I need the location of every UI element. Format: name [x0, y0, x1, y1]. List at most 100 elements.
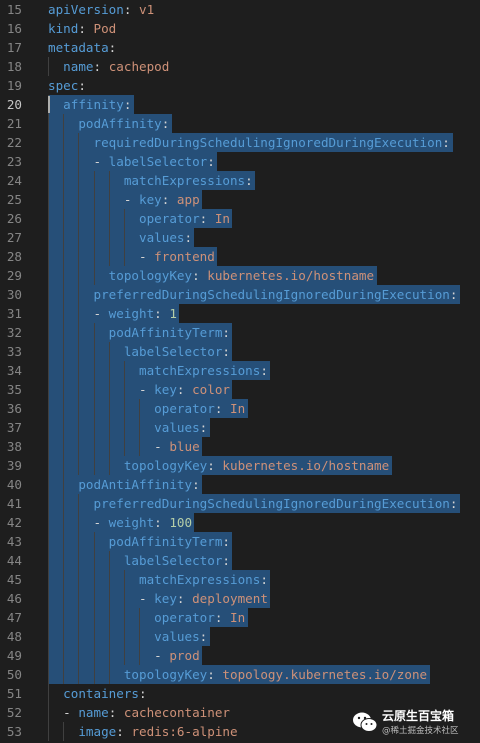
code-line[interactable]: 25 - key: app [0, 190, 480, 209]
code-text: - weight: 100 [48, 515, 193, 530]
code-line[interactable]: 46 - key: deployment [0, 589, 480, 608]
yaml-key: spec [48, 78, 79, 93]
indent-guide [78, 361, 80, 380]
indent-guide [108, 570, 110, 589]
code-text: podAffinity: [48, 114, 169, 133]
line-number: 23 [6, 154, 22, 169]
code-line[interactable]: 53 image: redis:6-alpine [0, 722, 480, 741]
indent-guide [63, 190, 65, 209]
indent-guide [108, 589, 110, 608]
code-line[interactable]: 45 matchExpressions: [0, 570, 480, 589]
selection-highlight [48, 171, 256, 190]
code-line[interactable]: 33 labelSelector: [0, 342, 480, 361]
code-line[interactable]: 36 operator: In [0, 399, 480, 418]
code-line[interactable]: 52 - name: cachecontainer [0, 703, 480, 722]
yaml-colon: : [154, 306, 162, 321]
code-line[interactable]: 50 topologyKey: topology.kubernetes.io/z… [0, 665, 480, 684]
selection-highlight [48, 361, 271, 380]
code-text: matchExpressions: [48, 361, 268, 380]
code-line[interactable]: 32 podAffinityTerm: [0, 323, 480, 342]
line-number: 37 [6, 420, 22, 435]
text-cursor [48, 96, 50, 113]
indent-guide [48, 304, 49, 323]
line-number: 30 [6, 287, 22, 302]
indent-guide [124, 209, 125, 228]
line-number: 47 [6, 610, 22, 625]
indent-guide [93, 589, 95, 608]
indent-guide [78, 266, 80, 285]
code-line[interactable]: 22 requiredDuringSchedulingIgnoredDuring… [0, 133, 480, 152]
code-line[interactable]: 18 name: cachepod [0, 57, 480, 76]
code-line[interactable]: 23 - labelSelector: [0, 152, 480, 171]
code-line[interactable]: 49 - prod [0, 646, 480, 665]
indent-guide [48, 380, 49, 399]
indent-guide [124, 627, 125, 646]
line-number: 15 [6, 2, 22, 17]
yaml-value: deployment [184, 591, 268, 606]
code-line[interactable]: 37 values: [0, 418, 480, 437]
code-line[interactable]: 30 preferredDuringSchedulingIgnoredDurin… [0, 285, 480, 304]
indent-guide [124, 437, 125, 456]
code-text: operator: In [48, 608, 245, 627]
yaml-value: 1 [161, 306, 177, 321]
code-line[interactable]: 31 - weight: 1 [0, 304, 480, 323]
code-line[interactable]: 38 - blue [0, 437, 480, 456]
yaml-key: name [63, 59, 94, 74]
yaml-key: name [78, 705, 109, 720]
indent-guide [124, 361, 125, 380]
selection-highlight [48, 437, 202, 456]
code-line[interactable]: 21 podAffinity: [0, 114, 480, 133]
yaml-key: podAntiAffinity [78, 477, 193, 492]
code-text: podAffinityTerm: [48, 532, 230, 551]
code-line[interactable]: 43 podAffinityTerm: [0, 532, 480, 551]
code-text: affinity: [48, 95, 131, 114]
code-line[interactable]: 41 preferredDuringSchedulingIgnoredDurin… [0, 494, 480, 513]
line-number: 20 [6, 97, 22, 112]
code-text: podAffinityTerm: [48, 323, 230, 342]
indent-guide [63, 418, 65, 437]
code-line[interactable]: 35 - key: color [0, 380, 480, 399]
yaml-key: key [154, 382, 177, 397]
indent-guide [78, 133, 80, 152]
indent-guide [78, 627, 80, 646]
code-text: - labelSelector: [48, 154, 215, 169]
line-number: 52 [6, 705, 22, 720]
code-line[interactable]: 44 labelSelector: [0, 551, 480, 570]
yaml-value: kubernetes.io/hostname [214, 458, 390, 473]
code-line[interactable]: 51 containers: [0, 684, 480, 703]
selection-highlight [48, 513, 195, 532]
yaml-key: topologyKey [123, 458, 208, 473]
indent-guide [48, 266, 49, 285]
indent-guide [93, 437, 95, 456]
yaml-value: Pod [85, 21, 117, 36]
code-line[interactable]: 42 - weight: 100 [0, 513, 480, 532]
indent-guide [63, 475, 65, 494]
code-line[interactable]: 34 matchExpressions: [0, 361, 480, 380]
indent-guide [63, 494, 65, 513]
code-line[interactable]: 29 topologyKey: kubernetes.io/hostname [0, 266, 480, 285]
indent-guide [93, 399, 95, 418]
indent-guide [93, 247, 95, 266]
yaml-colon: : [123, 97, 132, 112]
code-line[interactable]: 26 operator: In [0, 209, 480, 228]
code-line[interactable]: 39 topologyKey: kubernetes.io/hostname [0, 456, 480, 475]
indent-guide [78, 494, 80, 513]
code-line[interactable]: 28 - frontend [0, 247, 480, 266]
code-line[interactable]: 24 matchExpressions: [0, 171, 480, 190]
yaml-key: key [154, 591, 177, 606]
indent-guide [48, 665, 49, 684]
code-line[interactable]: 27 values: [0, 228, 480, 247]
line-number: 18 [6, 59, 22, 74]
code-text: labelSelector: [48, 342, 230, 361]
code-line[interactable]: 40 podAntiAffinity: [0, 475, 480, 494]
line-number: 41 [6, 496, 22, 511]
code-line[interactable]: 20 affinity: [0, 95, 480, 114]
code-line[interactable]: 48 values: [0, 627, 480, 646]
code-text: labelSelector: [48, 551, 230, 570]
code-line[interactable]: 47 operator: In [0, 608, 480, 627]
